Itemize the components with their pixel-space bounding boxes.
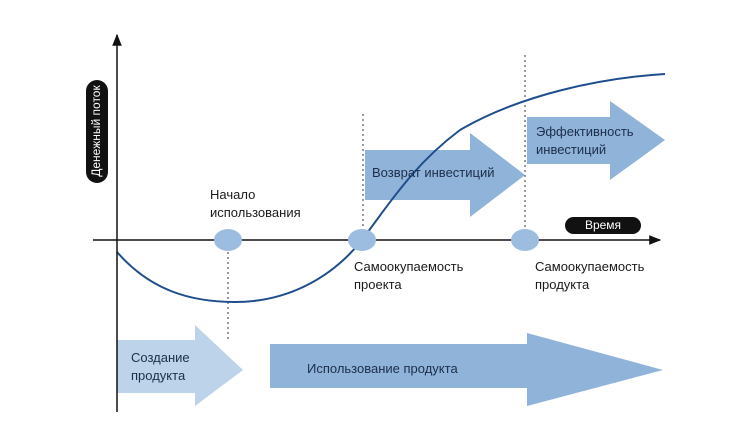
arrow-creation-label-line1: Создание	[131, 350, 190, 365]
arrow-efficiency-label-line2: инвестиций	[536, 142, 606, 157]
milestone-usage-start-label-line2: использования	[210, 205, 301, 220]
arrow-investment-efficiency	[527, 101, 665, 180]
arrow-return-label: Возврат инвестиций	[372, 165, 494, 180]
y-axis-label: Денежный поток	[86, 80, 108, 183]
arrow-creation-label-line2: продукта	[131, 368, 186, 383]
milestone-usage-start	[214, 229, 242, 251]
y-axis-label-text: Денежный поток	[89, 85, 103, 177]
arrow-return-on-investment	[365, 133, 525, 217]
milestone-project-payback-label-line2: проекта	[354, 277, 402, 292]
milestone-product-payback	[511, 229, 539, 251]
arrow-usage-label: Использование продукта	[307, 361, 458, 376]
milestone-product-payback-label-line2: продукта	[535, 277, 590, 292]
arrow-efficiency-label-line1: Эффективность	[536, 124, 634, 139]
milestone-project-payback-label-line1: Самоокупаемость	[354, 259, 464, 274]
milestone-product-payback-label-line1: Самоокупаемость	[535, 259, 645, 274]
x-axis-label: Время	[565, 217, 641, 234]
milestone-project-payback	[348, 229, 376, 251]
x-axis-label-text: Время	[585, 218, 621, 232]
milestone-usage-start-label-line1: Начало	[210, 187, 255, 202]
arrow-product-creation	[117, 325, 243, 406]
arrow-product-usage	[270, 333, 663, 406]
